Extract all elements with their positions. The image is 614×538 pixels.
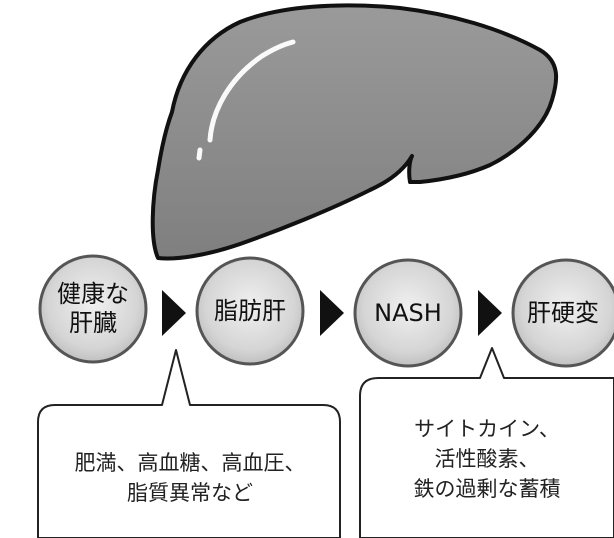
liver-highlight-dot: [196, 147, 203, 161]
stage-label-fatty: 脂肪肝: [214, 296, 286, 325]
callout-factors-box: [359, 347, 614, 538]
arrow-fatty-to-nash: [320, 290, 344, 336]
arrow-nash-to-cirrhosis: [478, 290, 502, 336]
factors-note: サイトカイン、 活性酸素、 鉄の過剰な蓄積: [413, 417, 561, 501]
stage-label-nash: NASH: [374, 298, 442, 327]
stage-circle-fatty: [195, 256, 305, 366]
arrow-healthy-to-fatty: [162, 290, 186, 336]
stage-circle-healthy: [38, 254, 148, 364]
stage-label-cirrhosis: 肝硬変: [527, 298, 599, 327]
liver-illustration: [150, 3, 559, 261]
stage-circle-nash: [353, 258, 463, 368]
callout-causes-box: [37, 349, 341, 538]
stage-label-healthy: 健康な 肝臓: [57, 280, 129, 337]
causes-note: 肥満、高血糖、高血圧、 脂質異常など: [74, 451, 306, 505]
stage-circle-cirrhosis: [511, 258, 614, 368]
liver-highlight: [207, 39, 296, 143]
liver-shape: [150, 3, 559, 261]
